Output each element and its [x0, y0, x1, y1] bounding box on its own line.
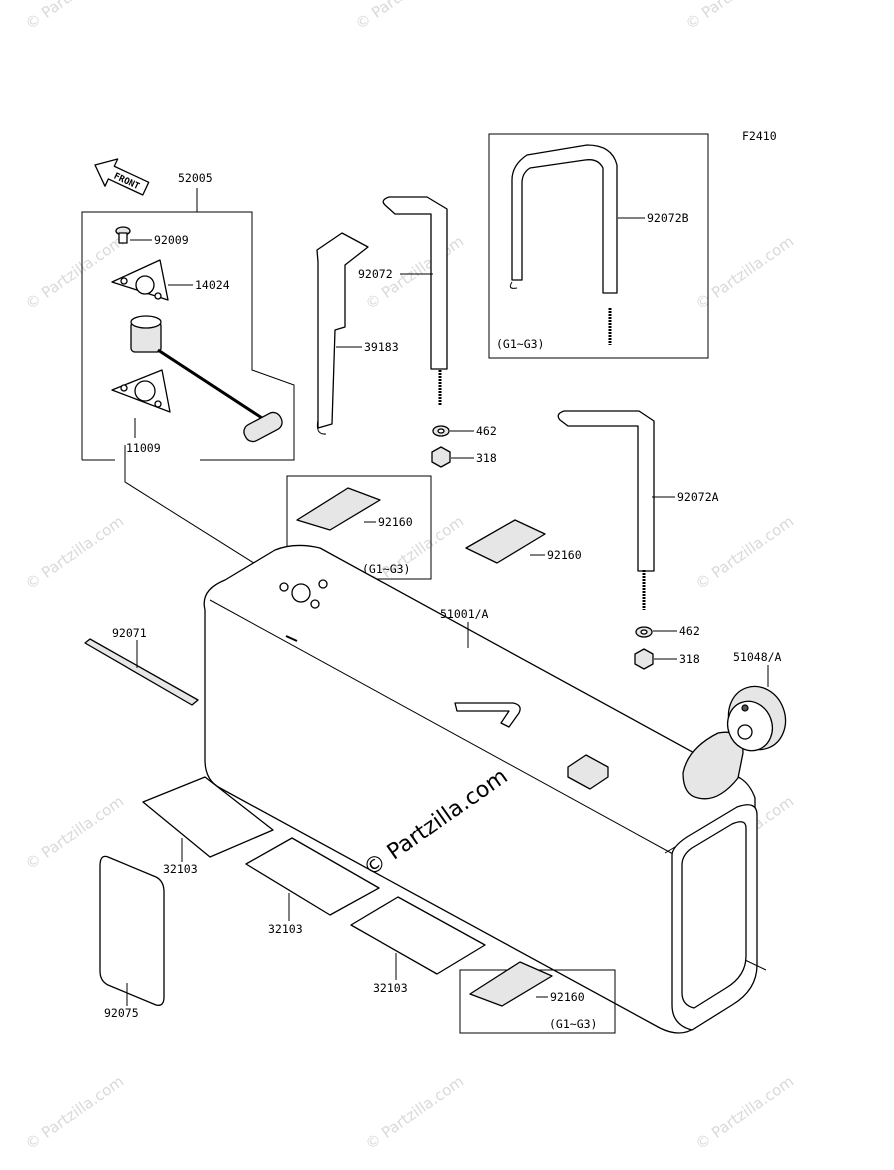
band-92071-icon: [84, 638, 199, 706]
pad-92160-group: 92160 (G1~G3): [286, 475, 432, 580]
g1g3-note: (G1~G3): [549, 1017, 597, 1031]
label-32103: 32103: [268, 922, 303, 936]
screw-icon: [115, 226, 131, 244]
label-92072A: 92072A: [677, 490, 719, 504]
label-92071: 92071: [112, 626, 147, 640]
label-462: 462: [476, 424, 497, 438]
label-11009: 11009: [126, 441, 161, 455]
pad-92160-icon: [465, 519, 546, 564]
label-92160: 92160: [550, 990, 585, 1004]
label-32103: 32103: [163, 862, 198, 876]
label-318: 318: [679, 652, 700, 666]
label-92160: 92160: [547, 548, 582, 562]
g1g3-note: (G1~G3): [362, 562, 410, 576]
watermark: © Partzilla.com: [22, 512, 127, 593]
front-arrow-icon: FRONT: [94, 158, 150, 196]
pad-32103-icon: [350, 896, 486, 975]
strap-92072-icon: [382, 196, 448, 405]
nut-icon: [634, 648, 654, 670]
bracket-39183-icon: [316, 232, 369, 435]
g1g3-note: (G1~G3): [496, 337, 544, 351]
pad-92160-group: 92160 (G1~G3): [459, 961, 616, 1034]
watermark: © Partzilla.com: [22, 232, 127, 313]
label-52005: 52005: [178, 171, 213, 185]
strap-92072b-group: 92072B (G1~G3): [488, 133, 709, 359]
fuel-cap-icon: [726, 685, 787, 752]
label-92072: 92072: [358, 267, 393, 281]
label-51048: 51048/A: [733, 650, 782, 664]
nut-icon: [431, 446, 451, 468]
pad-32103-icon: [245, 837, 380, 916]
watermark: © Partzilla.com: [22, 1072, 127, 1153]
watermark: © Partzilla.com: [22, 0, 127, 33]
pad-92075-icon: [99, 855, 165, 1006]
washer-icon: [432, 425, 450, 437]
label-32103: 32103: [373, 981, 408, 995]
label-39183: 39183: [364, 340, 399, 354]
label-92160: 92160: [378, 515, 413, 529]
watermark: © Partzilla.com: [692, 1072, 797, 1153]
label-51001: 51001/A: [440, 607, 489, 621]
label-14024: 14024: [195, 278, 230, 292]
pad-32103-icon: [142, 776, 274, 858]
label-92072B: 92072B: [647, 211, 689, 225]
watermark: © Partzilla.com: [352, 0, 457, 33]
gasket-icon: [111, 259, 169, 301]
label-92075: 92075: [104, 1006, 139, 1020]
label-318: 318: [476, 451, 497, 465]
fuel-gauge-icon: [111, 315, 283, 443]
watermark: © Partzilla.com: [682, 0, 787, 33]
label-92009: 92009: [154, 233, 189, 247]
fuel-gauge-assembly: 52005 92009 14024: [81, 171, 295, 583]
figure-code: F2410: [742, 129, 777, 143]
label-462: 462: [679, 624, 700, 638]
watermark: © Partzilla.com: [362, 1072, 467, 1153]
watermark: © Partzilla.com: [692, 512, 797, 593]
strap-92072a-icon: [557, 410, 655, 610]
washer-icon: [635, 626, 653, 638]
